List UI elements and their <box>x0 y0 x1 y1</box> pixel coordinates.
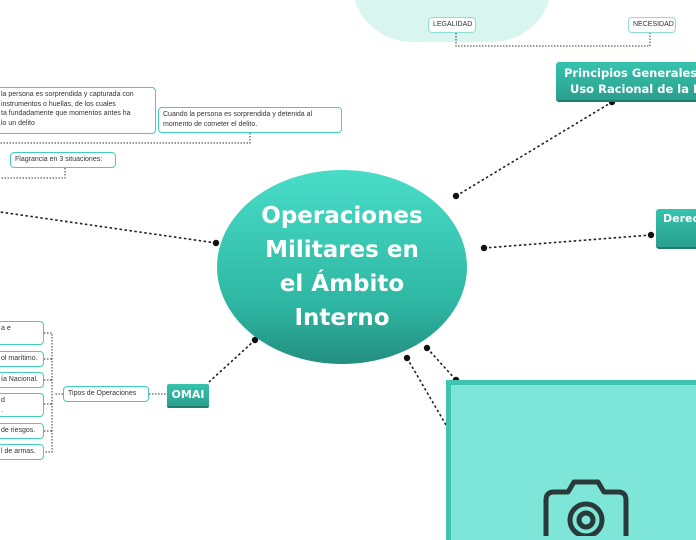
omai-item[interactable]: l de armas. <box>0 444 44 460</box>
camera-icon <box>543 479 629 536</box>
omai-item[interactable]: a e <box>0 321 44 345</box>
flagrancia-node[interactable]: Flagrancia en 3 situaciones: <box>10 152 116 168</box>
principios-line-1: Principios Generales p <box>564 66 696 80</box>
bubble-capturada-line-4: lo un delito <box>1 119 35 127</box>
derecho-label: Derec <box>663 212 696 225</box>
bubble-capturada-line-3: ta fundadamente que momentos antes ha <box>1 110 131 117</box>
central-topic-title: Operaciones Militares en el Ámbito Inter… <box>261 203 423 331</box>
tag-necesidad-label: NECESIDAD <box>633 21 674 28</box>
omai-label: OMAI <box>171 388 205 401</box>
omai-item[interactable]: ol marítimo. <box>0 351 44 367</box>
derecho-node[interactable]: Derec <box>656 209 696 247</box>
omai-item-line-1: l de armas. <box>1 448 36 455</box>
tipos-operaciones-node[interactable]: Tipos de Operaciones <box>63 386 149 402</box>
tag-legalidad-label: LEGALIDAD <box>433 21 473 28</box>
omai-item-line-1: a e <box>1 325 11 332</box>
bubble-detenida-line-1: Cuando la persona es sorprendida y deten… <box>163 111 313 118</box>
bubble-capturada-line-1: la persona es sorprendida y capturada co… <box>1 91 134 98</box>
omai-item-line-1: d <box>1 397 5 404</box>
omai-item-line-2: . <box>1 406 3 414</box>
bubble-detenida[interactable]: Cuando la persona es sorprendida y deten… <box>158 107 342 133</box>
bubble-capturada[interactable]: la persona es sorprendida y capturada co… <box>0 87 156 134</box>
omai-item[interactable]: d . <box>0 393 44 417</box>
omai-item-line-1: ía Nacional. <box>1 376 38 383</box>
flagrancia-label: Flagrancia en 3 situaciones: <box>15 156 103 163</box>
principios-node[interactable]: Principios Generales p Uso Racional de l… <box>556 62 696 100</box>
omai-item[interactable]: ía Nacional. <box>0 372 44 388</box>
bubble-detenida-line-2: momento de cometer el delito. <box>163 120 258 128</box>
omai-item-line-1: ol marítimo. <box>1 355 38 362</box>
central-topic[interactable]: Operaciones Militares en el Ámbito Inter… <box>217 170 467 364</box>
omai-item[interactable]: de riesgos. <box>0 423 44 439</box>
principios-line-2: Uso Racional de la Fu <box>570 82 696 96</box>
tipos-operaciones-label: Tipos de Operaciones <box>68 390 137 397</box>
tag-legalidad[interactable]: LEGALIDAD <box>428 17 476 33</box>
tag-necesidad[interactable]: NECESIDAD <box>628 17 676 33</box>
omai-item-line-1: de riesgos. <box>1 427 36 434</box>
bubble-capturada-line-2: instrumentos o huellas, de los cuales <box>1 100 116 108</box>
omai-node[interactable]: OMAI <box>167 384 209 406</box>
